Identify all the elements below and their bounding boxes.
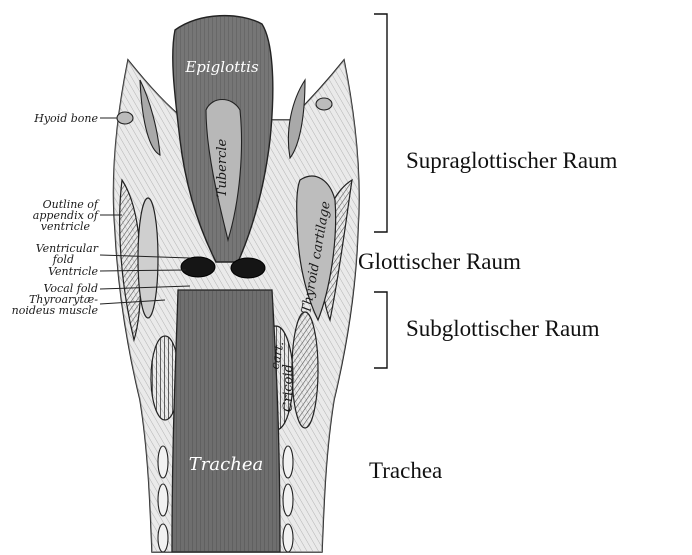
trachea-lumen <box>172 290 280 552</box>
region-label-glottic: Glottischer Raum <box>358 249 521 275</box>
region-label-supraglottic: Supraglottischer Raum <box>406 148 617 174</box>
label-tubercle: Tubercle <box>215 138 230 197</box>
region-label-subglottic: Subglottischer Raum <box>406 316 600 342</box>
label-trachea-structure: Trachea <box>189 454 263 475</box>
tracheal-rings-right <box>283 446 293 552</box>
hyoid-bone-right <box>316 98 332 110</box>
tracheal-rings-left <box>158 446 168 552</box>
ventricle-right <box>231 258 265 278</box>
supraglottic-bracket <box>374 14 387 232</box>
subglottic-bracket <box>374 292 387 368</box>
label-cricoid-cart-1: Cricoid <box>281 364 296 412</box>
region-label-trachea: Trachea <box>369 458 442 484</box>
label-ventricle: Ventricle <box>48 265 98 278</box>
ventricle-left <box>181 257 215 277</box>
label-hyoid-bone: Hyoid bone <box>33 112 98 125</box>
label-outline-appendix-3: ventricle <box>41 220 91 233</box>
label-epiglottis: Epiglottis <box>184 58 259 76</box>
label-thyroarytaenoideus-2: noideus muscle <box>12 304 99 317</box>
hyoid-bone-left <box>117 112 133 124</box>
